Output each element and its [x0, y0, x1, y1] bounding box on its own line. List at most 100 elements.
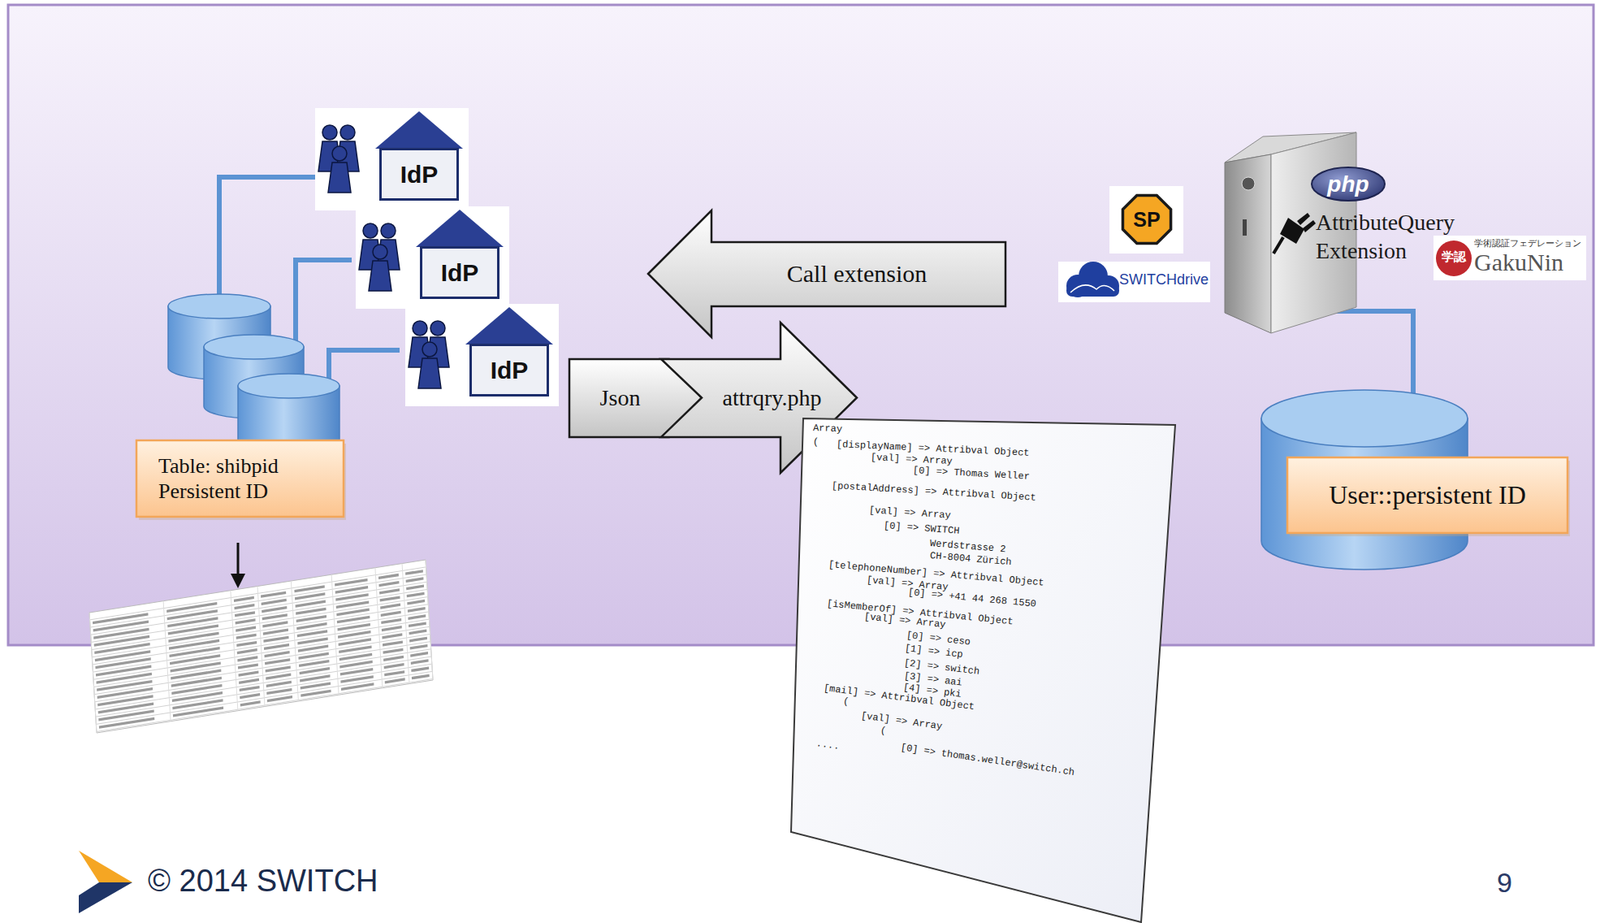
- table-cell-mark: [407, 614, 426, 620]
- icon-ground: [315, 108, 469, 211]
- table-cell-mark: [384, 670, 405, 676]
- server-front: [1224, 154, 1272, 333]
- printout-line: [val] => Array: [860, 709, 943, 733]
- house-body: [471, 345, 549, 396]
- database-cylinders: [168, 294, 1468, 570]
- person-head: [363, 223, 378, 238]
- idp-icon: [315, 108, 469, 211]
- table-cell-mark: [382, 648, 403, 654]
- gakunin-logo: [1433, 235, 1587, 281]
- icon-ground: [355, 206, 510, 309]
- table-cell-mark: [238, 678, 260, 684]
- house-roof: [465, 307, 554, 345]
- node-text: attrqry.php: [722, 384, 822, 412]
- table-rule: [163, 601, 171, 722]
- label-text: SWITCHdrive: [1119, 271, 1209, 290]
- table-rule: [89, 612, 97, 733]
- table-cell-mark: [408, 629, 427, 636]
- ellipse-outline: [1311, 167, 1385, 201]
- table-cell-mark: [338, 644, 372, 653]
- wire: [219, 177, 316, 307]
- node-text: Call extension: [787, 259, 927, 289]
- table-cell-mark: [340, 667, 374, 676]
- printout-line: [0] => thomas.weller@switch.ch: [899, 741, 1076, 779]
- house-body: [421, 247, 499, 299]
- person-head: [430, 320, 446, 336]
- plug-cord: [1273, 237, 1284, 254]
- person-body: [328, 162, 351, 193]
- table-cell-mark: [383, 655, 404, 662]
- node-text: User::persistent ID: [1328, 479, 1527, 511]
- box-outline: [1287, 457, 1568, 533]
- table-cell-mark: [410, 651, 429, 658]
- table-cell-mark: [236, 640, 257, 647]
- label-text: © 2014 SWITCH: [147, 862, 379, 900]
- table-cell-mark: [380, 618, 402, 624]
- box-outline: [136, 440, 344, 517]
- table-cell-mark: [334, 578, 368, 587]
- table-cell-mark: [237, 670, 259, 677]
- table-cell-mark: [378, 580, 399, 587]
- table-cell-mark: [237, 648, 258, 654]
- table-cell-mark: [379, 588, 400, 594]
- idp-icon: [355, 206, 510, 309]
- table-cell-mark: [381, 632, 403, 639]
- arrow-outline: [661, 322, 857, 473]
- node-text: Table: shibpid Persistent ID: [158, 453, 330, 504]
- person-head: [422, 341, 437, 357]
- table-rule: [402, 563, 410, 684]
- arrow-outline: [648, 210, 1006, 338]
- table-cell-mark: [239, 692, 260, 699]
- house-node: IdP: [469, 343, 550, 397]
- table-cell-mark: [407, 606, 426, 613]
- person-head: [340, 125, 355, 140]
- cloud-part: [1066, 284, 1120, 297]
- house-node: IdP: [379, 147, 459, 201]
- table-cell-mark: [410, 644, 429, 650]
- printout-line: Array: [812, 422, 844, 436]
- table-rule: [230, 590, 238, 711]
- label-text: 9: [1496, 865, 1513, 900]
- table-cell-mark: [381, 625, 403, 632]
- table-cell-mark: [236, 633, 257, 640]
- person-head: [412, 320, 428, 336]
- node-text: Json: [600, 384, 641, 412]
- table-rule: [331, 574, 339, 695]
- down-arrow: [230, 542, 246, 589]
- drive-slot: [1242, 219, 1247, 236]
- table-rule: [425, 559, 433, 680]
- table-cell-mark: [233, 596, 255, 602]
- table-cell-mark: [405, 569, 424, 576]
- logo-chevron-bottom: [78, 882, 133, 913]
- table-cell-mark: [378, 573, 399, 580]
- table-cell-mark: [235, 618, 256, 624]
- printout-line: (: [842, 695, 850, 708]
- wire: [328, 350, 400, 386]
- octagon-outline: [1122, 194, 1171, 243]
- cylinder-top: [1261, 389, 1468, 447]
- label-text: 学認: [1435, 249, 1472, 264]
- table-cell-mark: [406, 592, 425, 598]
- house-roof: [375, 111, 463, 149]
- person-head: [322, 125, 338, 140]
- node-text: php: [1327, 170, 1369, 199]
- icon-ground: [405, 303, 559, 407]
- table-thumbnail: [89, 559, 433, 733]
- table-sheet: [89, 559, 433, 733]
- sp-logo-ground: [1109, 185, 1184, 254]
- table-cell-mark: [336, 600, 370, 609]
- table-cell-mark: [410, 658, 429, 665]
- table-cell-mark: [410, 665, 429, 672]
- person-head: [372, 244, 388, 260]
- table-cell-mark: [340, 674, 374, 684]
- node-text: IdP: [400, 160, 439, 190]
- cylinder-top: [168, 294, 271, 319]
- arrow-line: [237, 542, 240, 576]
- table-cell-mark: [338, 637, 372, 646]
- table-rule: [375, 567, 383, 688]
- table-cell-mark: [335, 585, 369, 594]
- table-cell-mark: [239, 685, 260, 692]
- arrowLeft-node: Call extension: [648, 210, 1006, 338]
- table-cell-mark: [380, 595, 401, 602]
- table-cell-mark: [341, 682, 375, 691]
